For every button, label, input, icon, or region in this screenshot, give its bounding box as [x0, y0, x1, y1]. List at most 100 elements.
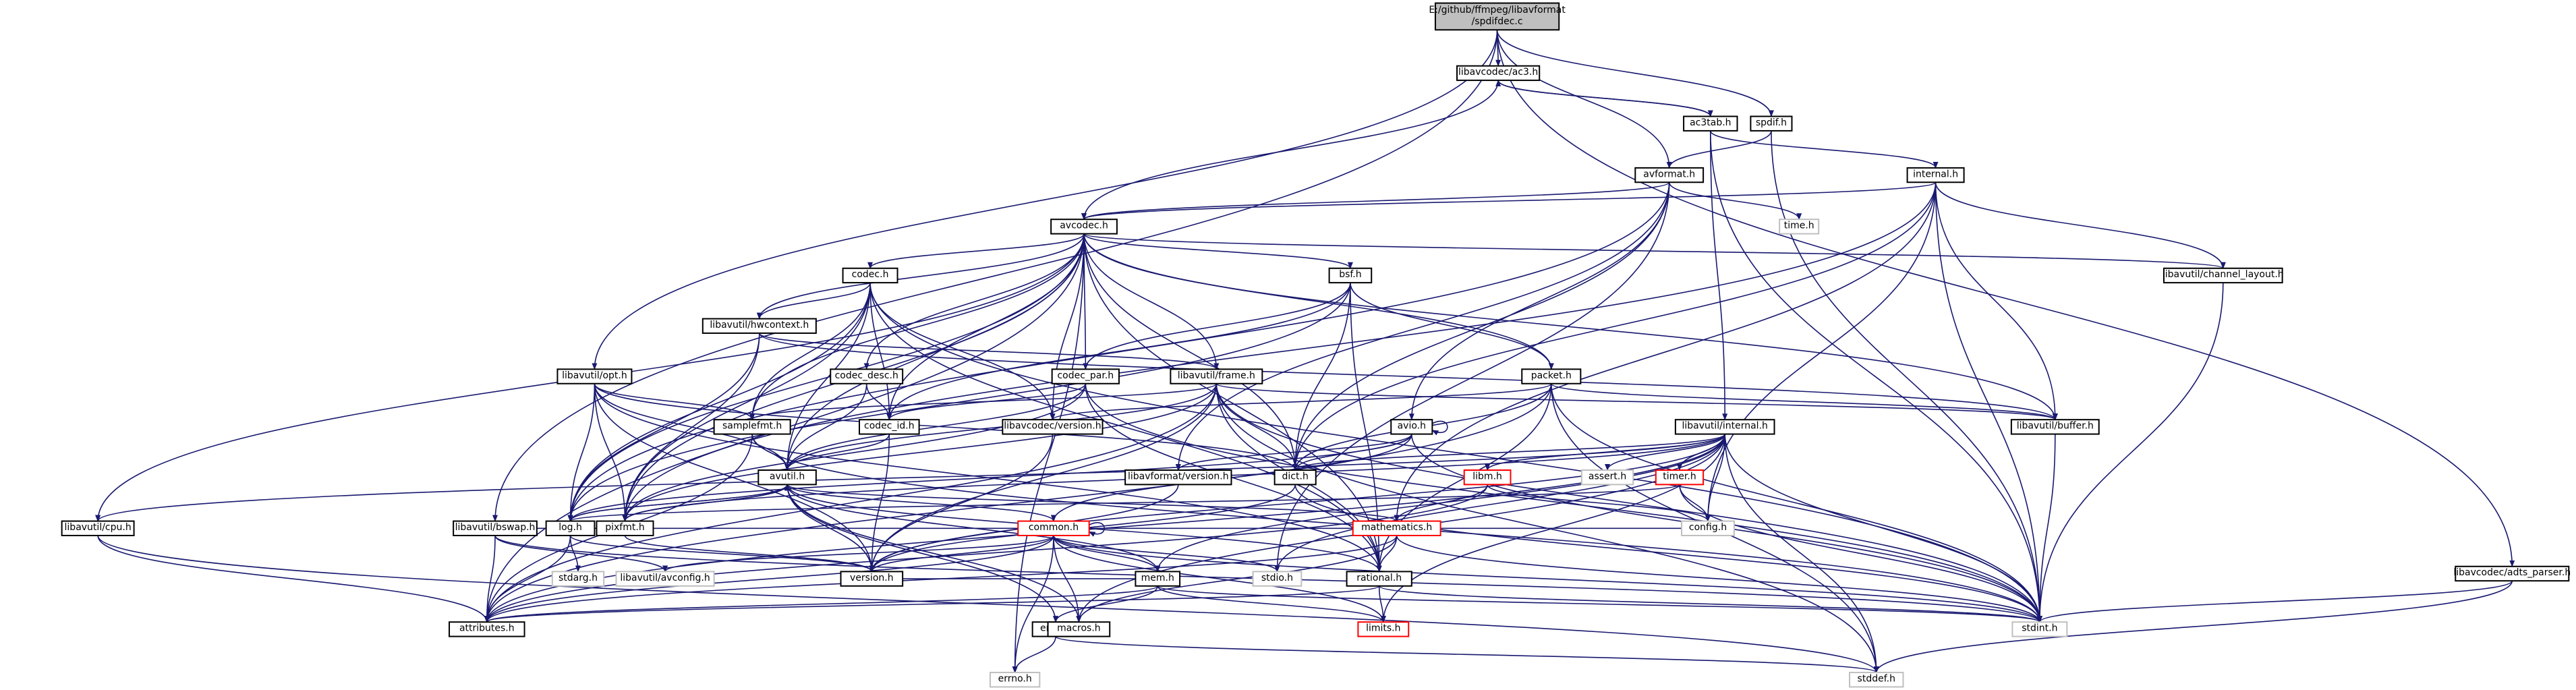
- edge-mem-to-attributes: [484, 585, 1159, 623]
- edge-internal-to-stdint: [1935, 182, 2042, 623]
- node-stddef[interactable]: stddef.h: [1849, 672, 1904, 688]
- node-log-label: log.h: [559, 522, 582, 533]
- node-attributes[interactable]: attributes.h: [449, 621, 525, 637]
- node-codecpar[interactable]: codec_par.h: [1051, 368, 1120, 384]
- edge-avio-to-lavfversion: [1175, 434, 1412, 471]
- node-lavuinternal-box: [1674, 419, 1775, 435]
- edge-bswap-to-attributes: [484, 535, 496, 623]
- node-rational-box: [1346, 571, 1412, 587]
- node-frame[interactable]: libavutil/frame.h: [1170, 368, 1263, 384]
- edge-log-to-stdarg: [569, 535, 581, 573]
- edge-lavcversion-to-version: [869, 434, 1054, 573]
- node-internal[interactable]: internal.h: [1906, 167, 1965, 183]
- node-packet[interactable]: packet.h: [1521, 368, 1582, 384]
- node-avio[interactable]: avio.h: [1390, 419, 1433, 435]
- edge-libm-to-mathematics: [1394, 484, 1488, 522]
- node-rational[interactable]: rational.h: [1346, 571, 1412, 587]
- node-samplefmt[interactable]: samplefmt.h: [713, 419, 791, 435]
- edge-avutil-to-mathematics: [786, 484, 1400, 522]
- edge-opt-to-avutil: [594, 383, 791, 471]
- node-mem-label: mem.h: [1141, 573, 1174, 583]
- edge-cpu-to-attributes: [97, 535, 490, 623]
- edge-avcodec-to-rational: [1083, 233, 1382, 573]
- node-spdif[interactable]: spdif.h: [1750, 115, 1793, 132]
- edge-rational-to-limits: [1378, 585, 1386, 623]
- node-ac3h[interactable]: libavcodec/ac3.h: [1456, 65, 1541, 82]
- node-config[interactable]: config.h: [1681, 520, 1735, 536]
- node-log[interactable]: log.h: [545, 520, 596, 536]
- edge-avcodec-to-frame: [1083, 233, 1220, 370]
- node-pixfmt[interactable]: pixfmt.h: [596, 520, 654, 536]
- edge-error-to-errno: [1012, 636, 1056, 674]
- node-lavcversion-box: [1002, 419, 1104, 435]
- node-ac3tab[interactable]: ac3tab.h: [1683, 115, 1738, 132]
- edge-common-to-stdio: [1053, 535, 1280, 573]
- node-avconfig[interactable]: libavutil/avconfig.h: [615, 571, 715, 587]
- node-bsf[interactable]: bsf.h: [1328, 267, 1373, 284]
- edge-mathematics-to-rational: [1376, 535, 1398, 573]
- node-cpu[interactable]: libavutil/cpu.h: [61, 520, 135, 536]
- node-assert[interactable]: assert.h: [1580, 469, 1634, 486]
- node-avformat[interactable]: avformat.h: [1634, 167, 1705, 183]
- node-cpu-box: [61, 520, 135, 536]
- edge-packet-to-stdint: [1551, 383, 2042, 623]
- node-limits[interactable]: limits.h: [1357, 621, 1410, 637]
- node-codecdesc[interactable]: codec_desc.h: [830, 368, 904, 384]
- node-hwcontext[interactable]: libavutil/hwcontext.h: [702, 318, 817, 334]
- node-buffer[interactable]: libavutil/buffer.h: [2010, 419, 2100, 435]
- node-dict[interactable]: dict.h: [1273, 469, 1317, 486]
- node-packet-box: [1521, 368, 1582, 384]
- node-avconfig-box: [615, 571, 715, 587]
- node-cpu-label: libavutil/cpu.h: [65, 522, 132, 533]
- node-common[interactable]: common.h: [1017, 520, 1090, 536]
- node-lavfversion[interactable]: libavformat/version.h: [1124, 469, 1232, 486]
- node-bswap[interactable]: libavutil/bswap.h: [453, 520, 538, 536]
- node-stdarg[interactable]: stdarg.h: [551, 571, 605, 587]
- edge-avformat-to-stdio: [1274, 182, 1670, 573]
- edge-lavuinternal-to-stddef: [1724, 434, 1879, 674]
- edge-frame-to-pixfmt: [622, 383, 1218, 522]
- node-stdint-label: stdint.h: [2022, 623, 2057, 634]
- node-samplefmt-box: [713, 419, 791, 435]
- node-dict-label: dict.h: [1282, 471, 1309, 482]
- edge-pixfmt-to-version: [624, 535, 875, 573]
- edge-error-to-stddef: [1055, 635, 1879, 674]
- edge-internal-to-dict: [1292, 182, 1937, 471]
- node-time[interactable]: time.h: [1779, 219, 1820, 235]
- edge-root-to-bswap: [492, 30, 1498, 522]
- node-frame-label: libavutil/frame.h: [1178, 370, 1255, 381]
- node-lavcversion[interactable]: libavcodec/version.h: [1002, 419, 1104, 435]
- node-errno[interactable]: errno.h: [990, 672, 1041, 688]
- node-libm[interactable]: libm.h: [1463, 469, 1512, 486]
- node-codecdesc-label: codec_desc.h: [835, 370, 898, 381]
- node-lavuinternal[interactable]: libavutil/internal.h: [1674, 419, 1775, 435]
- node-rational-label: rational.h: [1356, 573, 1402, 583]
- node-mathematics[interactable]: mathematics.h: [1352, 520, 1441, 536]
- node-avcodec[interactable]: avcodec.h: [1050, 219, 1118, 235]
- node-common-box: [1017, 520, 1090, 536]
- node-errno-label: errno.h: [998, 673, 1032, 684]
- node-codec[interactable]: codec.h: [842, 267, 898, 284]
- edge-bsf-to-log: [567, 283, 1351, 522]
- node-stdint[interactable]: stdint.h: [2011, 621, 2068, 637]
- node-version[interactable]: version.h: [840, 571, 904, 587]
- node-timer[interactable]: timer.h: [1655, 469, 1705, 486]
- node-attributes-box: [449, 621, 525, 637]
- edge-rational-to-stdint: [1378, 585, 2042, 623]
- node-avutil[interactable]: avutil.h: [757, 469, 817, 486]
- edge-libm-to-attributes: [484, 484, 1488, 623]
- node-adts[interactable]: libavcodec/adts_parser.h: [2453, 565, 2571, 582]
- node-chlayout[interactable]: libavutil/channel_layout.h: [2163, 267, 2284, 284]
- node-codecid[interactable]: codec_id.h: [859, 419, 920, 435]
- node-macros[interactable]: macros.h: [1047, 621, 1111, 637]
- node-stdio[interactable]: stdio.h: [1252, 571, 1303, 587]
- edge-mem-to-avutil: [784, 484, 1159, 572]
- node-buffer-box: [2010, 419, 2100, 435]
- node-mem[interactable]: mem.h: [1135, 571, 1181, 587]
- node-errno-box: [990, 672, 1041, 688]
- node-opt[interactable]: libavutil/opt.h: [556, 368, 633, 384]
- edge-avcodec-to-codecid: [886, 233, 1085, 421]
- node-adts-label: libavcodec/adts_parser.h: [2453, 567, 2571, 578]
- node-log-box: [545, 520, 596, 536]
- node-root[interactable]: E:/github/ffmpeg/libavformat/spdifdec.c: [1429, 2, 1566, 31]
